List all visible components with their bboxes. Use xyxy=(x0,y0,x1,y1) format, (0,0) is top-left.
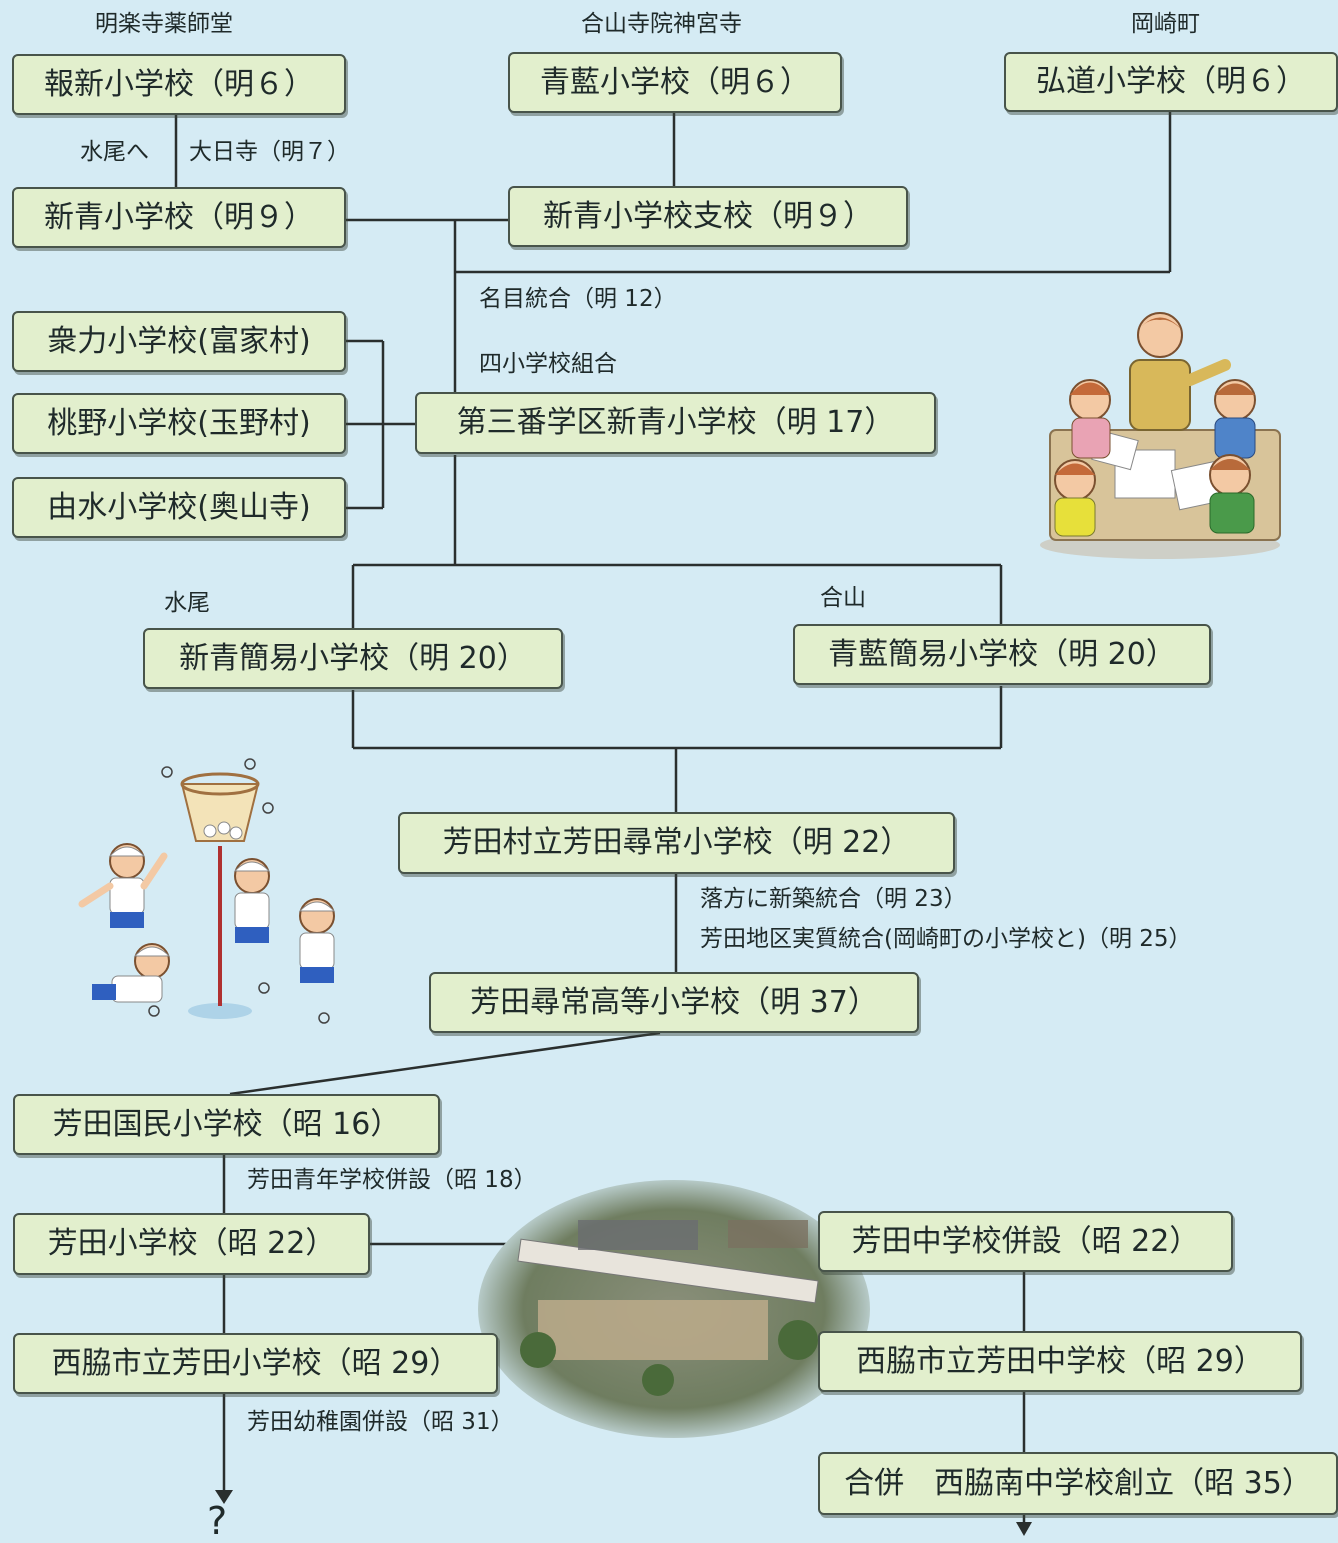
box-daisan-gakku-school: 第三番学区新青小学校（明 17） xyxy=(415,392,936,454)
label-mizuo: 水尾 xyxy=(164,590,210,616)
box-haga-jinjo-school: 芳田村立芳田尋常小学校（明 22） xyxy=(398,812,955,874)
label-yon-kumiai: 四小学校組合 xyxy=(479,351,617,377)
label-dainichiji: 大日寺（明７） xyxy=(189,139,350,165)
label-haga-chiku: 芳田地区実質統合(岡崎町の小学校と)（明 25） xyxy=(700,926,1192,952)
box-haga-koto-school: 芳田尋常高等小学校（明 37） xyxy=(429,972,919,1033)
school-aerial-photo xyxy=(478,1180,870,1438)
box-shinsei-kan-school: 新青簡易小学校（明 20） xyxy=(143,628,563,689)
box-nishiwaki-haga-junior: 西脇市立芳田中学校（昭 29） xyxy=(818,1331,1302,1392)
box-shinsei-school: 新青小学校（明９） xyxy=(12,187,346,248)
box-seiran-kan-school: 青藍簡易小学校（明 20） xyxy=(793,624,1211,685)
label-okazaki: 岡崎町 xyxy=(1131,11,1200,37)
box-kodo-school: 弘道小学校（明６） xyxy=(1004,52,1338,112)
kids-ball-game-illustration xyxy=(78,758,336,1024)
box-haga-elementary-school: 芳田小学校（昭 22） xyxy=(13,1213,370,1275)
label-gozanji: 合山寺院神宮寺 xyxy=(581,11,742,37)
label-meimoku-togo: 名目統合（明 12） xyxy=(479,286,677,312)
box-hoshin-school: 報新小学校（明６） xyxy=(12,54,346,115)
question-mark: ? xyxy=(207,1499,228,1543)
classroom-illustration xyxy=(1040,312,1281,559)
label-yochien: 芳田幼稚園併設（昭 31） xyxy=(247,1409,514,1435)
box-seiran-school: 青藍小学校（明６） xyxy=(508,52,842,113)
box-shinsei-branch-school: 新青小学校支校（明９） xyxy=(508,186,908,247)
label-seinen-gakko: 芳田青年学校併設（昭 18） xyxy=(247,1167,537,1193)
box-nishiwaki-haga-elementary: 西脇市立芳田小学校（昭 29） xyxy=(13,1333,498,1394)
label-gozan: 合山 xyxy=(820,585,866,611)
box-yusui-school: 由水小学校(奥山寺) xyxy=(12,477,346,538)
box-haga-kokumin-school: 芳田国民小学校（昭 16） xyxy=(13,1094,440,1155)
label-ochikata: 落方に新築統合（明 23） xyxy=(700,886,967,912)
box-shuryoku-school: 衆力小学校(富家村) xyxy=(12,311,346,372)
box-momono-school: 桃野小学校(玉野村) xyxy=(12,393,346,454)
label-myorakuji: 明楽寺薬師堂 xyxy=(95,11,233,37)
box-haga-junior-heisetsu: 芳田中学校併設（昭 22） xyxy=(818,1211,1233,1272)
label-mizuo-he: 水尾へ xyxy=(80,139,149,165)
box-gappei-nishiwaki-minami: 合併 西脇南中学校創立（昭 35） xyxy=(818,1452,1338,1515)
